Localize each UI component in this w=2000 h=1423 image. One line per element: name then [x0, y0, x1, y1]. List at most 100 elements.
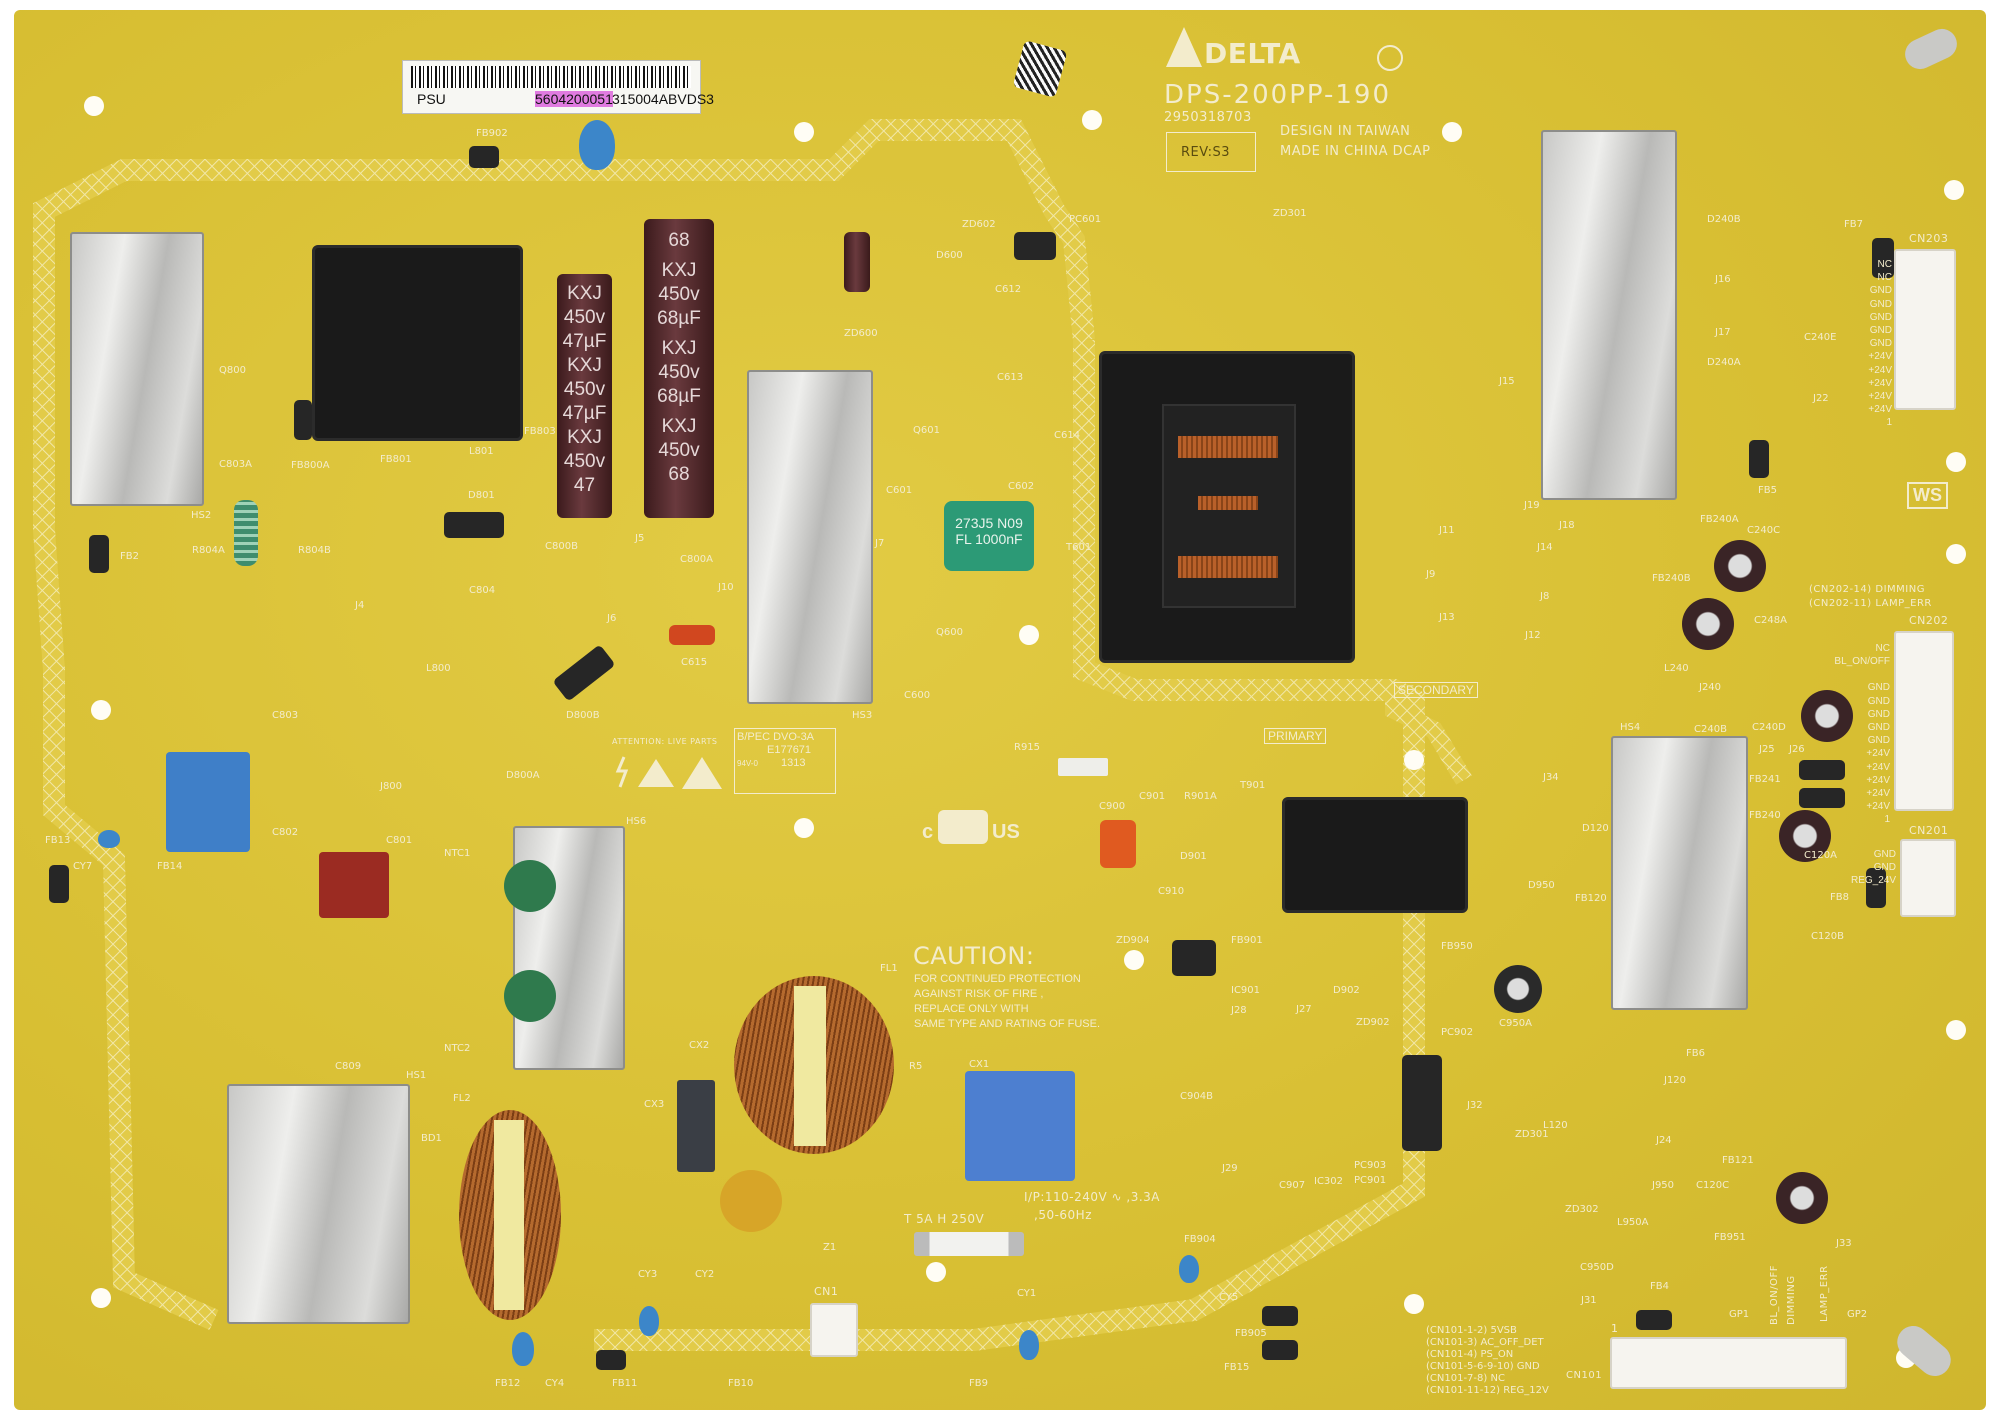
ul-line: B/PEC DVO-3A: [737, 731, 815, 743]
ref-designator-c240b: C240B: [1694, 724, 1727, 735]
cap-value: 47µF: [562, 403, 607, 424]
pin-label: [1834, 668, 1890, 681]
caution-line: FOR CONTINUED PROTECTION: [914, 973, 1081, 985]
connector-cn202[interactable]: [1894, 631, 1954, 811]
ref-designator-j9: J9: [1426, 569, 1436, 580]
ref-designator-c612: C612: [995, 284, 1022, 295]
pin-label: GND: [1869, 338, 1892, 350]
ref-designator-c600: C600: [904, 690, 931, 701]
model-number: DPS-200PP-190: [1164, 80, 1392, 110]
electrolytic-capacitor-c240d: [1801, 690, 1853, 742]
x-capacitor-red: [319, 852, 389, 918]
choke-label: [794, 986, 826, 1146]
cap-series: KXJ: [661, 338, 697, 359]
warning-symbols: [615, 756, 722, 789]
secondary-text: SECONDARY: [1398, 683, 1474, 697]
pcb-board: PSU 5604200051 315004ABVDS3 DELTA DPS-20…: [14, 10, 1986, 1410]
delta-logo-triangle: [1166, 27, 1202, 67]
ref-designator-cy3: CY3: [638, 1269, 658, 1280]
ferrite-bead-fb902: [469, 146, 499, 168]
mounting-hole: [1946, 1020, 1966, 1040]
cn101-side-lamp-err: LAMP_ERR: [1819, 1265, 1830, 1322]
capacitor-c900: [1100, 820, 1136, 868]
ref-designator-fb2: FB2: [120, 551, 139, 562]
ref-designator-j800: J800: [380, 781, 403, 792]
cap-series: KXJ: [567, 355, 602, 376]
ref-designator-c615: C615: [681, 657, 708, 668]
ref-designator-r5: R5: [909, 1061, 923, 1072]
ref-designator-j4: J4: [355, 600, 365, 611]
barcode-label: PSU 5604200051 315004ABVDS3: [402, 60, 714, 114]
mounting-hole: [1944, 180, 1964, 200]
ref-designator-fb901: FB901: [1231, 935, 1263, 946]
pin-label: REG_24V: [1850, 875, 1896, 887]
ul-file-number: E177671: [767, 744, 812, 756]
label-psu: PSU: [417, 91, 446, 107]
ref-designator-c907: C907: [1279, 1180, 1306, 1191]
optocoupler-pc902: [1402, 1055, 1442, 1151]
legend-line: (CN101-4) PS_ON: [1426, 1349, 1514, 1360]
ref-designator-j240: J240: [1699, 682, 1722, 693]
ref-designator-gp1: GP1: [1729, 1309, 1750, 1320]
cn202-label: CN202: [1909, 614, 1949, 627]
pin-label: GND: [1869, 325, 1892, 337]
ref-designator-j17: J17: [1715, 327, 1731, 338]
mounting-hole: [794, 818, 814, 838]
ref-designator-j19: J19: [1524, 500, 1540, 511]
connector-cn201[interactable]: [1900, 839, 1956, 917]
high-voltage-icon: [615, 756, 629, 788]
electrolytic-capacitor-c120a: [1779, 810, 1831, 862]
copper-winding: [1178, 436, 1278, 458]
cn203-label: CN203: [1909, 232, 1949, 245]
ref-designator-ic901: IC901: [1231, 985, 1261, 996]
ref-designator-fb11: FB11: [612, 1378, 638, 1389]
connector-cn101[interactable]: [1610, 1337, 1847, 1389]
ref-designator-c614: C614: [1054, 430, 1081, 441]
cap-value: 68µF: [657, 308, 701, 329]
ref-designator-cy4: CY4: [545, 1378, 565, 1389]
y-capacitor-cy5: [1179, 1255, 1199, 1283]
cap-series: KXJ: [567, 427, 602, 448]
ref-designator-c950a: C950A: [1499, 1018, 1532, 1029]
secondary-label: SECONDARY: [1394, 682, 1478, 698]
ref-designator-c901: C901: [1139, 791, 1166, 802]
ref-designator-d902: D902: [1333, 985, 1360, 996]
cn203-pin-labels: NC NC GND GND GND GND GND +24V +24V +24V…: [1854, 258, 1892, 430]
ws-text: WS: [1913, 485, 1942, 505]
cn201-pin-labels: GND GND REG_24V: [1844, 848, 1896, 888]
ref-designator-c240c: C240C: [1747, 525, 1781, 536]
ferrite-bead-fb8: [1866, 868, 1886, 908]
ref-designator-d800b: D800B: [566, 710, 600, 721]
ref-designator-hs1: HS1: [406, 1070, 427, 1081]
standby-transformer: [312, 245, 523, 441]
label-code-rest: 315004ABVDS3: [612, 91, 714, 107]
ref-designator-c802: C802: [272, 827, 299, 838]
ref-designator-c904b: C904B: [1180, 1091, 1213, 1102]
ref-designator-zd302: ZD302: [1565, 1204, 1599, 1215]
ref-designator-c804: C804: [469, 585, 496, 596]
input-rating: I/P:110-240V ∿ ,3.3A: [1024, 1190, 1160, 1204]
pin-label: NC: [1877, 259, 1892, 270]
ref-designator-fb14: FB14: [157, 861, 183, 872]
electrolytic-capacitor-c950a: [1494, 965, 1542, 1013]
pin-label: +24V: [1866, 748, 1890, 760]
ref-designator-l801: L801: [469, 446, 494, 457]
film-cap-marking: 273J5 N09: [955, 515, 1023, 531]
ref-designator-j34: J34: [1543, 772, 1559, 783]
ref-designator-fb950: FB950: [1441, 941, 1473, 952]
cn101-legend: (CN101-1-2) 5VSB (CN101-3) AC_OFF_DET (C…: [1426, 1325, 1549, 1397]
ref-designator-j5: J5: [635, 533, 645, 544]
legend-line: (CN101-7-8) NC: [1426, 1373, 1505, 1384]
mounting-hole: [794, 122, 814, 142]
ref-designator-fb240: FB240: [1749, 810, 1781, 821]
cap-value: 47µF: [562, 331, 607, 352]
ref-designator-j120: J120: [1664, 1075, 1687, 1086]
ref-designator-j33: J33: [1836, 1238, 1852, 1249]
ref-designator-hs2: HS2: [191, 510, 212, 521]
barcode: [411, 66, 691, 88]
connector-cn1-ac-input[interactable]: [810, 1303, 858, 1357]
ref-designator-c120c: C120C: [1696, 1180, 1730, 1191]
ref-designator-j12: J12: [1525, 630, 1541, 641]
connector-cn203[interactable]: [1894, 249, 1956, 410]
bulk-capacitor-68uf: 68 KXJ 450v 68µF KXJ 450v 68µF KXJ 450v …: [644, 219, 714, 518]
